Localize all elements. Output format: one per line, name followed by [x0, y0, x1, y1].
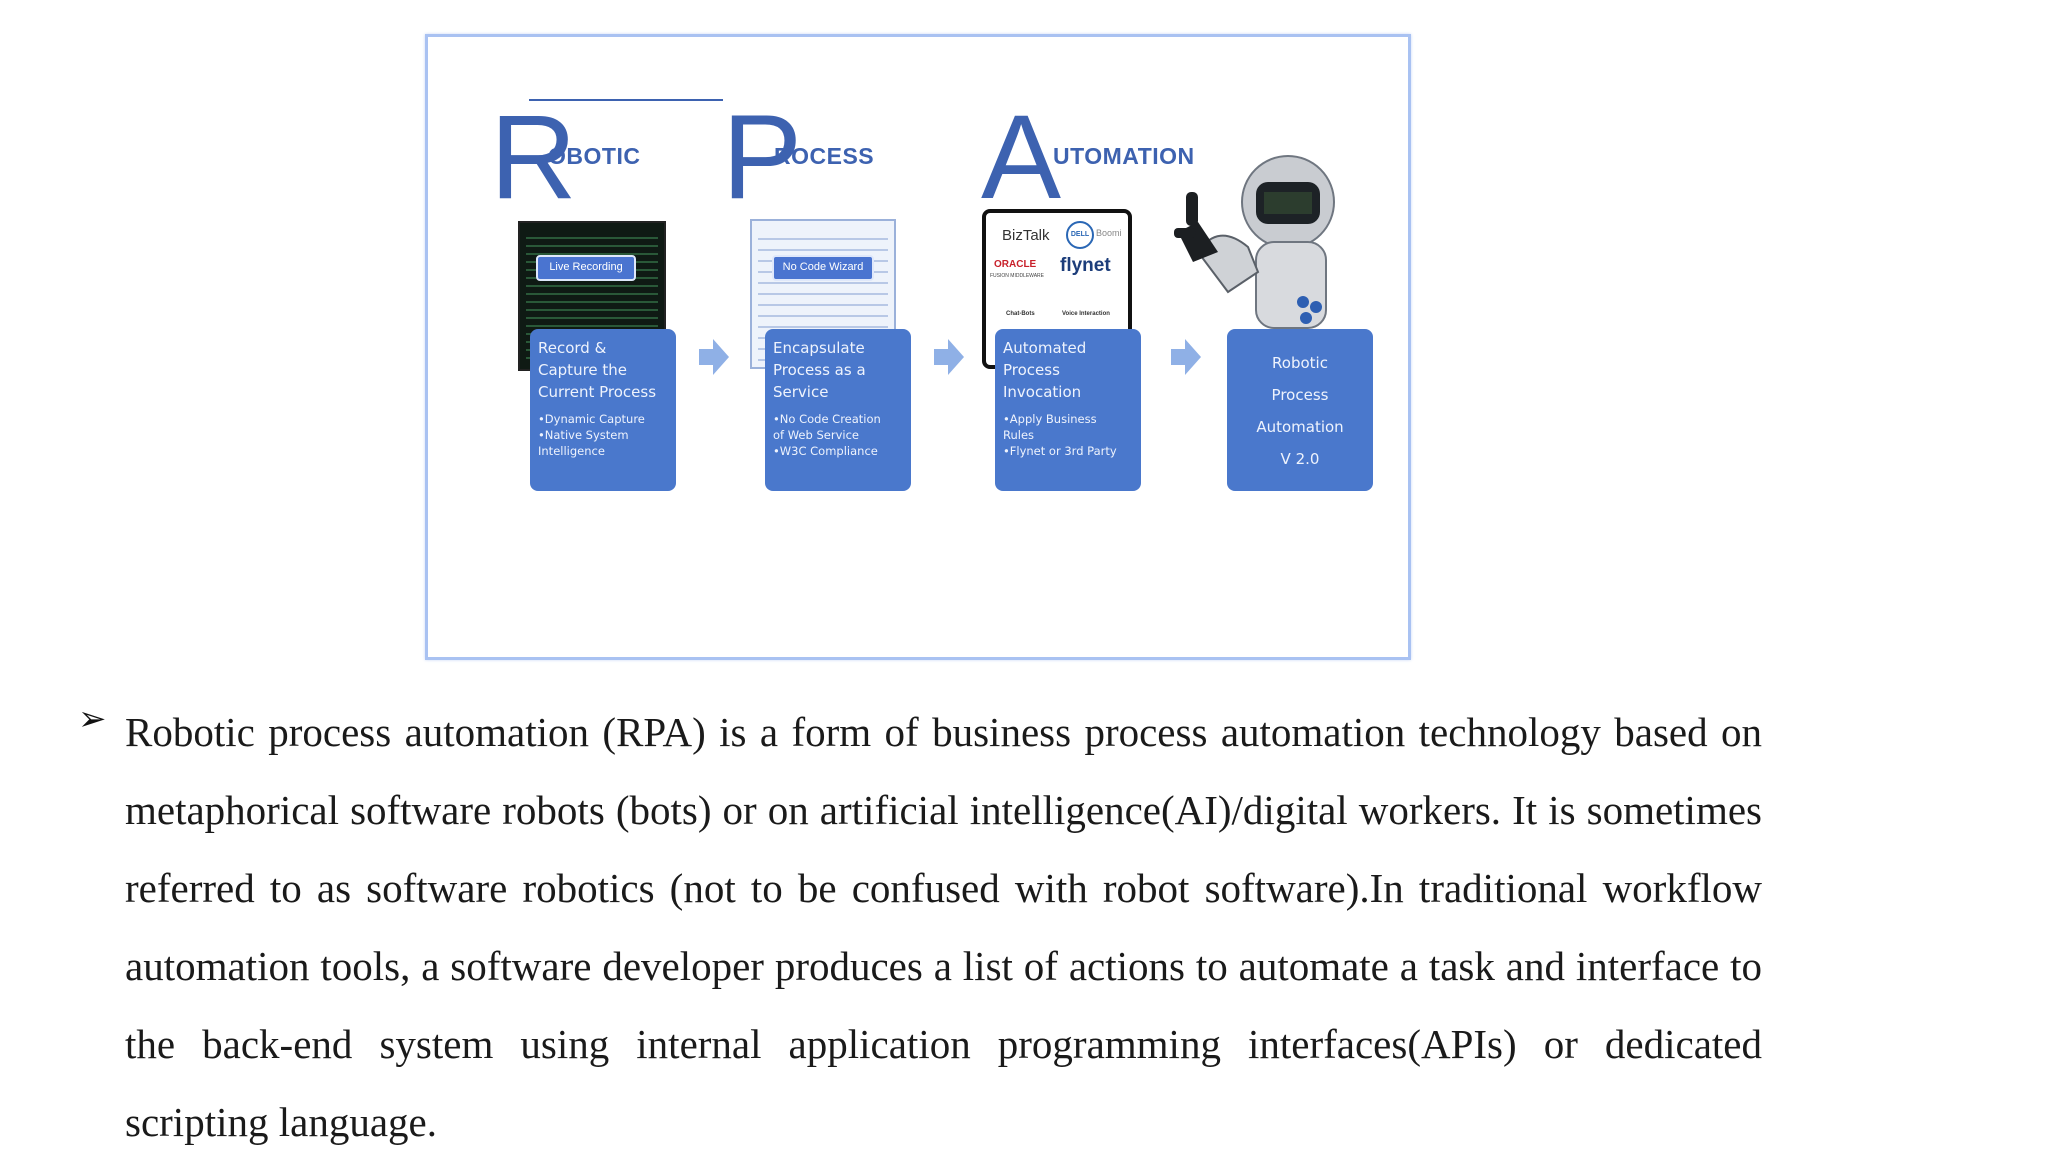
- header-process: P ROCESS: [722, 97, 874, 217]
- header-letter: P: [722, 90, 802, 224]
- body-paragraph: Robotic process automation (RPA) is a fo…: [125, 709, 1762, 1145]
- step-line: Robotic: [1272, 354, 1328, 372]
- live-recording-badge: Live Recording: [536, 255, 636, 281]
- step-record-capture: Record & Capture the Current Process •Dy…: [530, 329, 676, 491]
- step-line: V 2.0: [1280, 450, 1320, 468]
- step-rpa-v2: Robotic Process Automation V 2.0: [1227, 329, 1373, 491]
- dell-logo: DELL: [1066, 221, 1094, 249]
- voice-label: Voice Interaction: [1062, 311, 1110, 317]
- header-rule: [529, 99, 723, 101]
- header-robotic: R OBOTIC: [490, 97, 640, 217]
- step-automated-invocation: Automated Process Invocation •Apply Busi…: [995, 329, 1141, 491]
- step-bullets: •Apply Business Rules •Flynet or 3rd Par…: [1003, 412, 1117, 458]
- header-word: OBOTIC: [548, 143, 641, 169]
- header-word: UTOMATION: [1053, 143, 1195, 169]
- step-title: Record & Capture the Current Process: [538, 339, 657, 401]
- step-title: Encapsulate Process as a Service: [773, 339, 866, 401]
- arrow-right-icon: [699, 339, 729, 375]
- flynet-logo: flynet: [1060, 255, 1111, 276]
- step-bullets: •No Code Creation of Web Service •W3C Co…: [773, 412, 881, 458]
- header-letter: R: [490, 90, 577, 224]
- chatbots-label: Chat-Bots: [1006, 311, 1035, 317]
- arrow-right-icon: [1171, 339, 1201, 375]
- no-code-wizard-badge: No Code Wizard: [772, 255, 874, 281]
- header-word: ROCESS: [774, 143, 875, 169]
- step-encapsulate: Encapsulate Process as a Service •No Cod…: [765, 329, 911, 491]
- header-automation: A UTOMATION: [981, 97, 1194, 217]
- rpa-figure: R OBOTIC P ROCESS A UTOMATION Live Recor…: [425, 34, 1411, 660]
- step-line: Automation: [1256, 418, 1344, 436]
- bullet-arrow-icon: ➢: [78, 701, 107, 738]
- header-letter: A: [981, 90, 1061, 224]
- robot-icon: [1174, 155, 1335, 329]
- step-line: Process: [1271, 386, 1329, 404]
- biztalk-logo: BizTalk: [1002, 227, 1050, 244]
- fusion-logo: FUSION MIDDLEWARE: [990, 273, 1044, 279]
- boomi-logo: Boomi: [1096, 228, 1122, 238]
- step-bullets: •Dynamic Capture •Native System Intellig…: [538, 412, 645, 458]
- step-title: Automated Process Invocation: [1003, 339, 1087, 401]
- arrow-right-icon: [934, 339, 964, 375]
- oracle-logo: ORACLE: [994, 259, 1037, 270]
